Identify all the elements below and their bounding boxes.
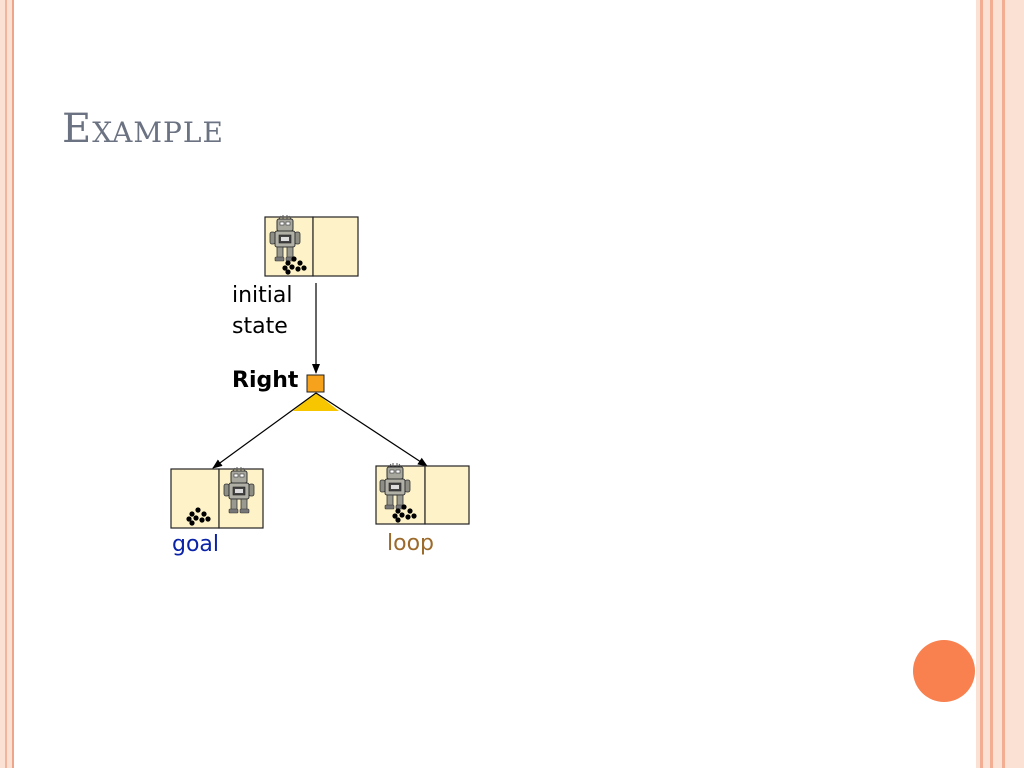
action-node-box [306, 374, 325, 393]
loop-state-world [375, 462, 470, 525]
edge-action-to-loop [315, 392, 428, 467]
edge-action-to-goal [212, 392, 317, 469]
world-cell-right [424, 465, 470, 525]
left-border-decoration [0, 0, 14, 768]
action-label: Right [232, 368, 299, 393]
initial-state-label-line1: initial [232, 283, 293, 308]
decorative-orb [913, 640, 975, 702]
slide-title: Example [62, 106, 224, 152]
loop-label: loop [387, 531, 434, 556]
initial-state-label-line2: state [232, 314, 288, 339]
world-cell-right [312, 216, 359, 277]
initial-state-world [264, 214, 359, 277]
right-border-decoration [976, 0, 1024, 768]
and-node-cone [293, 393, 339, 411]
goal-label: goal [172, 532, 219, 557]
goal-state-world [170, 466, 264, 529]
